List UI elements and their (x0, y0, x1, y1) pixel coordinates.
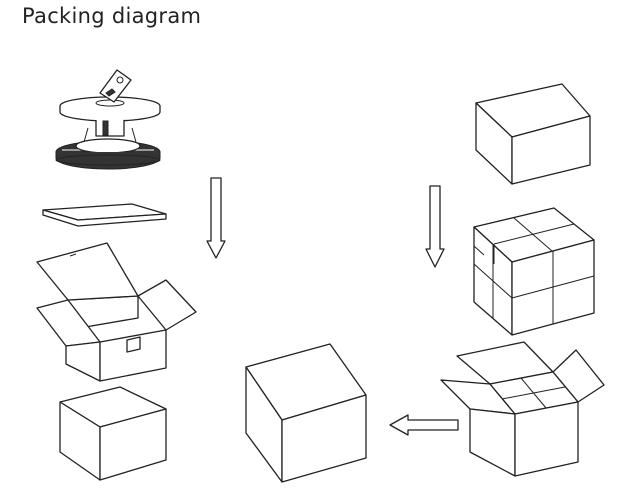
box-icon (60, 387, 166, 480)
open-carton-icon (441, 342, 604, 476)
hollow-arrow-icon (207, 178, 225, 258)
hollow-arrow-icon (390, 415, 458, 435)
insert-sheet-icon (43, 204, 166, 226)
box-icon (476, 84, 590, 184)
stacked-boxes-icon (474, 208, 594, 335)
hollow-arrow-icon (426, 186, 444, 267)
page-title: Packing diagram (22, 4, 202, 28)
high-bay-lamp-icon (56, 70, 160, 169)
carton-box-icon (246, 344, 366, 482)
open-box-icon (37, 243, 196, 381)
